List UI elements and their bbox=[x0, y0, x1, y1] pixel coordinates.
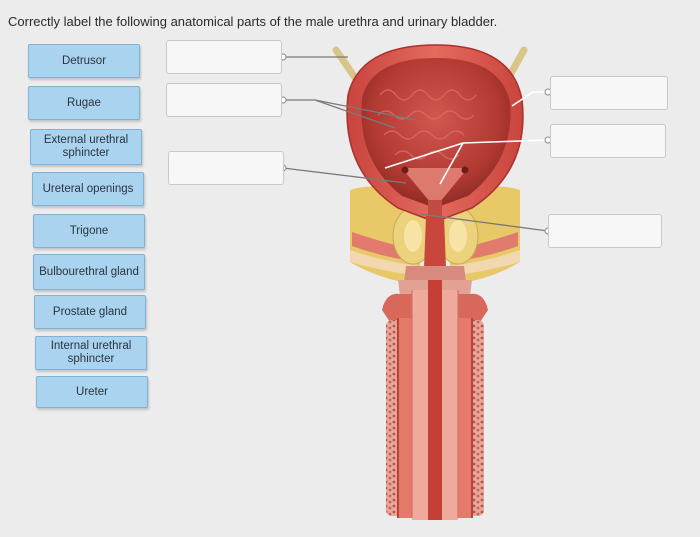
term-external-urethral-sphincter[interactable]: External urethral sphincter bbox=[30, 129, 142, 165]
term-trigone[interactable]: Trigone bbox=[33, 214, 145, 248]
drop-zone-6[interactable] bbox=[548, 214, 662, 248]
urethra-illustration bbox=[382, 216, 488, 520]
term-detrusor[interactable]: Detrusor bbox=[28, 44, 140, 78]
term-rugae[interactable]: Rugae bbox=[28, 86, 140, 120]
bladder-illustration bbox=[346, 44, 524, 223]
term-ureteral-openings[interactable]: Ureteral openings bbox=[32, 172, 144, 206]
ureter-left bbox=[332, 46, 362, 86]
term-ureter[interactable]: Ureter bbox=[36, 376, 148, 408]
drop-zone-2[interactable] bbox=[166, 83, 282, 117]
drop-zone-1[interactable] bbox=[166, 40, 282, 74]
drop-zone-5[interactable] bbox=[550, 124, 666, 158]
prostate-gland-illustration bbox=[392, 207, 479, 265]
term-bulbourethral-gland[interactable]: Bulbourethral gland bbox=[33, 254, 145, 290]
internal-pointer-lines bbox=[384, 91, 549, 185]
term-prostate-gland[interactable]: Prostate gland bbox=[34, 295, 146, 329]
term-internal-urethral-sphincter[interactable]: Internal urethral sphincter bbox=[35, 336, 147, 370]
question-prompt: Correctly label the following anatomical… bbox=[8, 14, 498, 29]
drop-zone-4[interactable] bbox=[550, 76, 668, 110]
drop-zone-3[interactable] bbox=[168, 151, 284, 185]
